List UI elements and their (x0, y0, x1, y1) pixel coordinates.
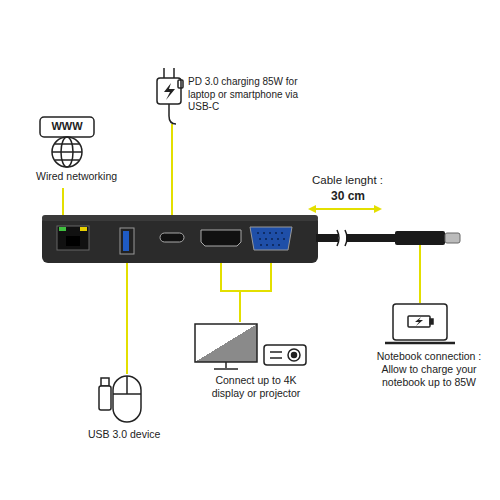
port-label: Wired networking (36, 170, 136, 183)
port-label: USB 3.0 device (88, 428, 188, 441)
display-icons (195, 324, 306, 369)
laptop-icon (385, 304, 455, 343)
port-label: PD 3.0 charging 85W for laptop or smartp… (188, 76, 313, 114)
dimension-label: Cable lenght : (312, 173, 412, 187)
charger-icon (157, 68, 183, 124)
usb-device-icons (99, 376, 141, 422)
port-label: Notebook connection : Allow to charge yo… (366, 350, 492, 389)
port-label: Connect up to 4K display or projector (200, 374, 312, 400)
globe-icon (40, 117, 94, 167)
cable (316, 230, 460, 246)
hub-body (42, 215, 318, 263)
dimension-value: 30 cm (331, 189, 401, 204)
globe-caption: WWW (40, 120, 94, 134)
